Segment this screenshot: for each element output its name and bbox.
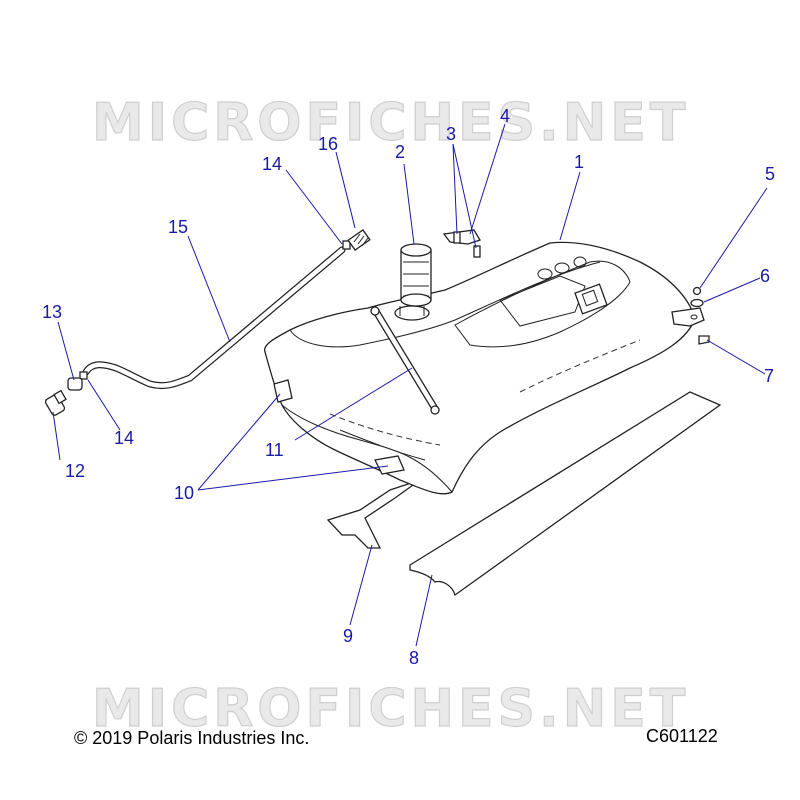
callout-12: 12 — [65, 461, 85, 481]
part-15-vent-hose — [82, 246, 346, 390]
part-11-vent-rod — [370, 306, 440, 415]
callout-14-lower: 14 — [114, 428, 134, 448]
callout-13: 13 — [42, 302, 62, 322]
callout-4: 4 — [500, 106, 510, 126]
part-9-pad — [326, 479, 421, 549]
watermark-bottom: MICROFICHES.NET — [92, 679, 689, 739]
part-14-clamp-lower — [79, 371, 88, 380]
callout-5: 5 — [765, 164, 775, 184]
part-8-pad — [409, 391, 722, 597]
callout-1: 1 — [574, 152, 584, 172]
callouts: 1 2 3 4 5 6 7 8 9 10 11 12 13 14 14 15 1… — [42, 106, 775, 668]
part-12-cap — [44, 389, 67, 416]
copyright-text: © 2019 Polaris Industries Inc. — [74, 728, 310, 748]
diagram-code: C601122 — [646, 726, 718, 746]
callout-2: 2 — [395, 142, 405, 162]
part-4-bracket — [442, 229, 481, 245]
callout-14-upper: 14 — [262, 154, 282, 174]
part-13-fitting — [67, 377, 83, 391]
part-6-washer — [690, 298, 704, 308]
callout-10: 10 — [174, 483, 194, 503]
callout-3: 3 — [446, 124, 456, 144]
callout-7: 7 — [764, 366, 774, 386]
leader-lines — [52, 123, 768, 647]
part-7-fastener — [698, 335, 710, 345]
part-1-fuel-tank — [263, 241, 705, 495]
callout-9: 9 — [343, 626, 353, 646]
callout-15: 15 — [168, 217, 188, 237]
callout-11: 11 — [265, 440, 284, 460]
part-14-clamp-upper — [342, 240, 351, 250]
part-16-fitting — [347, 229, 371, 251]
part-10-pad-left — [273, 379, 293, 403]
callout-16: 16 — [318, 134, 338, 154]
callout-8: 8 — [409, 648, 419, 668]
watermark-top: MICROFICHES.NET — [92, 93, 689, 153]
part-10-pad-bottom — [374, 455, 405, 475]
callout-6: 6 — [760, 266, 770, 286]
part-2-fuel-cap — [400, 243, 432, 307]
part-5-nut — [692, 286, 702, 296]
